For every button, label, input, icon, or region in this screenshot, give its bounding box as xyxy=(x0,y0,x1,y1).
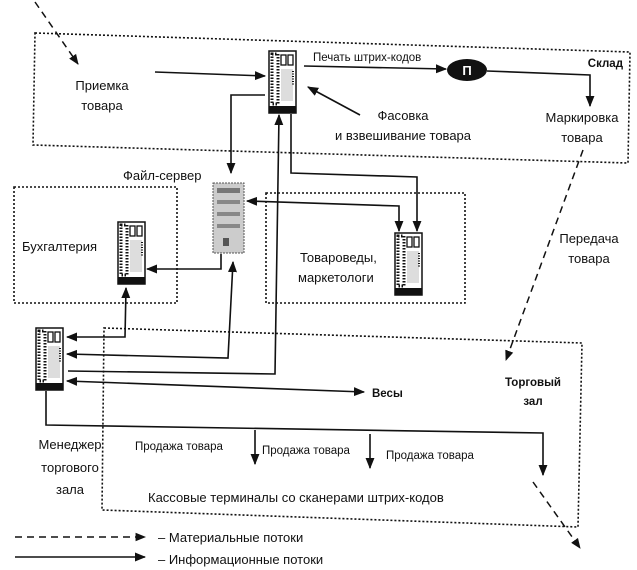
flow-computer-to-server xyxy=(226,94,265,175)
barcode-print-label: Печать штрих-кодов xyxy=(313,52,421,64)
warehouse-label: Склад xyxy=(588,58,624,70)
legend-material-label: – Материальные потоки xyxy=(158,530,303,545)
transfer-label-2: товара xyxy=(568,251,610,266)
merchandisers-label-2: маркетологи xyxy=(298,270,374,285)
flow-computer-to-merchandisers xyxy=(290,114,422,233)
material-flow-transfer xyxy=(505,149,584,361)
flow-manager-to-warehouse-computer xyxy=(67,113,284,375)
material-flow-outgoing xyxy=(532,481,581,549)
file-server-label: Файл-сервер xyxy=(123,168,201,183)
marking-label: Маркировка xyxy=(546,110,620,125)
flow-receiving-to-computer xyxy=(154,71,267,81)
merchandisers-zone xyxy=(265,192,466,304)
accounting-computer-icon xyxy=(116,220,147,286)
manager-label: Менеджер xyxy=(38,437,101,452)
accounting-label: Бухгалтерия xyxy=(22,239,97,254)
manager-computer-icon xyxy=(34,326,65,392)
receiving-label-2: товара xyxy=(81,98,123,113)
warehouse-computer-icon xyxy=(267,49,298,115)
transfer-label: Передача xyxy=(559,231,619,246)
material-flow-incoming xyxy=(34,1,79,65)
warehouse-zone xyxy=(32,32,631,164)
packing-label-2: и взвешивание товара xyxy=(335,128,472,143)
sales-floor-label: Торговый xyxy=(505,377,561,389)
file-server-icon xyxy=(212,182,245,254)
flow-server-to-accounting xyxy=(145,254,222,274)
manager-label-2: торгового xyxy=(41,460,99,475)
merchandisers-label: Товароведы, xyxy=(300,250,377,265)
flow-server-merchandisers xyxy=(245,196,404,233)
packing-label: Фасовка xyxy=(377,108,429,123)
legend: – Материальные потоки – Информационные п… xyxy=(15,530,323,567)
printer-icon: П xyxy=(447,59,487,81)
flow-manager-to-terminals xyxy=(45,391,548,477)
cash-terminals-label: Кассовые терминалы со сканерами штрих-ко… xyxy=(148,490,444,505)
sale-label-3: Продажа товара xyxy=(386,450,474,462)
scales-label: Весы xyxy=(372,388,403,400)
sales-floor-label-2: зал xyxy=(523,396,542,408)
manager-label-3: зала xyxy=(56,482,85,497)
flow-server-manager xyxy=(65,260,237,359)
merchandiser-computer-icon xyxy=(393,231,424,297)
sale-label-1: Продажа товара xyxy=(135,441,223,453)
flow-printer-to-marking xyxy=(486,70,595,108)
sale-label-2: Продажа товара xyxy=(262,445,350,457)
flow-packing-to-computer xyxy=(307,86,361,116)
flow-manager-scales xyxy=(65,376,366,397)
receiving-label: Приемка xyxy=(75,78,129,93)
printer-label: П xyxy=(462,63,471,78)
marking-label-2: товара xyxy=(561,130,603,145)
legend-information-label: – Информационные потоки xyxy=(158,552,323,567)
flow-accounting-manager xyxy=(65,286,131,342)
flow-computer-to-printer xyxy=(303,64,448,74)
